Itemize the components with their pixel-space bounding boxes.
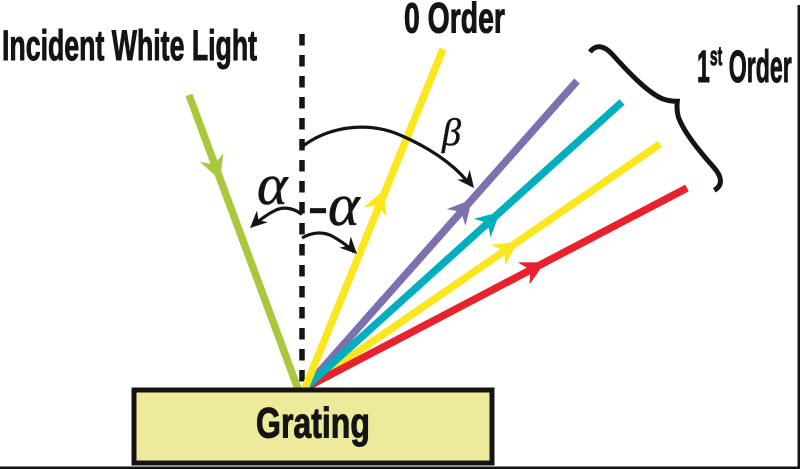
svg-text:-α: -α [308, 172, 361, 238]
svg-text:α: α [257, 152, 289, 217]
svg-text:Incident White Light: Incident White Light [2, 22, 257, 70]
svg-text:Grating: Grating [256, 400, 370, 448]
svg-text:β: β [441, 112, 461, 154]
svg-text:0 Order: 0 Order [404, 0, 505, 42]
